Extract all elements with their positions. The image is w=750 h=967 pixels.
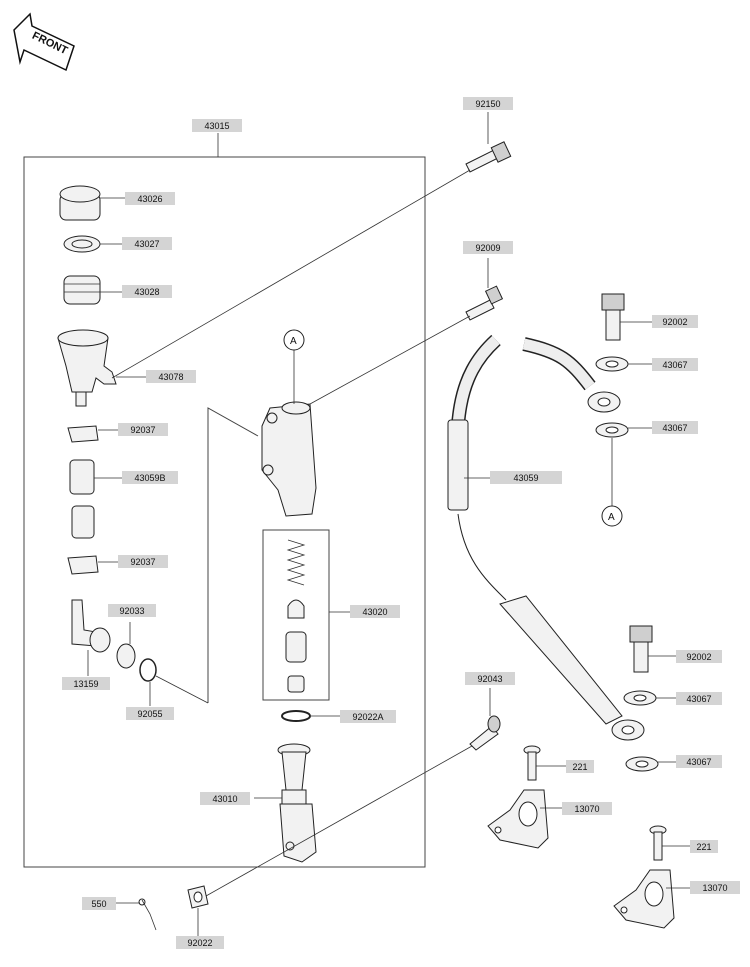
ref-mark-a-upper: A (283, 329, 305, 351)
banjo-bolt-part-upper (309, 258, 504, 405)
svg-text:92022A: 92022A (352, 712, 383, 722)
reservoir-bolt-part (111, 112, 512, 379)
label-92037-upper: 92037 (118, 423, 168, 436)
svg-text:43028: 43028 (134, 287, 159, 297)
label-92002-lower: 92002 (676, 650, 722, 663)
label-43059: 43059 (490, 471, 562, 484)
label-92009: 92009 (463, 241, 513, 254)
label-92033: 92033 (108, 604, 156, 617)
svg-text:550: 550 (91, 899, 106, 909)
master-cylinder-body-part (261, 350, 317, 517)
svg-text:92002: 92002 (662, 317, 687, 327)
label-43059b: 43059B (122, 471, 178, 484)
svg-text:13070: 13070 (574, 804, 599, 814)
brake-hose-part (447, 334, 645, 741)
diaphragm-part (63, 275, 122, 305)
reservoir-part (57, 329, 150, 407)
sealing-washer-part-3 (623, 690, 676, 706)
label-92022a: 92022A (340, 710, 396, 723)
hose-clamp-part-lower (67, 555, 120, 575)
label-92043: 92043 (465, 672, 515, 685)
reservoir-cap-part (59, 185, 125, 221)
cotter-pin-part (116, 898, 157, 931)
svg-text:43059: 43059 (513, 473, 538, 483)
svg-text:43027: 43027 (134, 239, 159, 249)
svg-text:92037: 92037 (130, 557, 155, 567)
sealing-washer-part-2 (595, 422, 652, 506)
sealing-washer-part-1 (595, 356, 652, 372)
label-92055: 92055 (126, 707, 174, 720)
label-43078: 43078 (146, 370, 196, 383)
svg-text:92037: 92037 (130, 425, 155, 435)
front-arrow-icon: FRONT (13, 12, 75, 72)
assembly-frame (23, 156, 426, 868)
push-rod-part (254, 743, 317, 863)
o-ring-part (139, 658, 209, 706)
label-221-lower: 221 (690, 840, 718, 853)
label-43028: 43028 (122, 285, 172, 298)
label-43020: 43020 (350, 605, 400, 618)
label-43027: 43027 (122, 237, 172, 250)
piston-kit-part (285, 539, 350, 693)
svg-text:221: 221 (696, 842, 711, 852)
hose-holder-screw-part-2 (649, 825, 690, 861)
svg-text:92150: 92150 (475, 99, 500, 109)
svg-text:92002: 92002 (686, 652, 711, 662)
svg-text:43020: 43020 (362, 607, 387, 617)
diaphragm-plate-part (63, 235, 122, 253)
reservoir-hose-part (69, 459, 124, 539)
svg-text:43067: 43067 (686, 694, 711, 704)
svg-text:92009: 92009 (475, 243, 500, 253)
label-92022: 92022 (176, 936, 224, 949)
label-43067-3: 43067 (676, 692, 722, 705)
washer-part (187, 885, 209, 936)
label-43067-2: 43067 (652, 421, 698, 434)
label-43067-4: 43067 (676, 755, 722, 768)
ref-mark-a-lower: A (601, 505, 623, 527)
svg-text:13159: 13159 (73, 679, 98, 689)
label-43015: 43015 (192, 119, 242, 132)
svg-text:43067: 43067 (662, 423, 687, 433)
circlip-part (116, 622, 136, 669)
svg-text:13070: 13070 (702, 883, 727, 893)
label-43010: 43010 (200, 792, 250, 805)
svg-text:43059B: 43059B (134, 473, 165, 483)
label-92002-upper: 92002 (652, 315, 698, 328)
svg-text:43026: 43026 (137, 194, 162, 204)
ref-mark-label: A (290, 336, 297, 347)
label-92150: 92150 (463, 97, 513, 110)
label-43067-1: 43067 (652, 358, 698, 371)
hose-holder-screw-part-1 (523, 745, 566, 781)
hose-elbow-part (71, 599, 111, 676)
banjo-bolt-part-right-lower (629, 625, 676, 673)
label-43026: 43026 (125, 192, 175, 205)
ref-mark-label: A (608, 512, 615, 523)
svg-text:92022: 92022 (187, 938, 212, 948)
svg-text:43078: 43078 (158, 372, 183, 382)
banjo-bolt-part-right-upper (601, 293, 652, 341)
hose-holder-part-2 (613, 869, 690, 929)
label-92037-lower: 92037 (118, 555, 168, 568)
svg-text:92055: 92055 (137, 709, 162, 719)
piston-kit-frame (262, 529, 330, 701)
hose-holder-part-1 (487, 789, 562, 849)
svg-text:92043: 92043 (477, 674, 502, 684)
svg-text:43010: 43010 (212, 794, 237, 804)
svg-text:43067: 43067 (662, 360, 687, 370)
svg-text:43067: 43067 (686, 757, 711, 767)
sealing-washer-part-4 (625, 756, 676, 772)
label-550: 550 (82, 897, 116, 910)
svg-text:221: 221 (572, 762, 587, 772)
svg-text:92033: 92033 (119, 606, 144, 616)
piston-circlip-part (281, 710, 340, 722)
svg-text:43015: 43015 (204, 121, 229, 131)
label-13070-upper: 13070 (562, 802, 612, 815)
hose-clamp-part-upper (67, 425, 120, 443)
label-221-upper: 221 (566, 760, 594, 773)
label-13070-lower: 13070 (690, 881, 740, 894)
clevis-pin-part (205, 688, 501, 897)
label-13159: 13159 (62, 677, 110, 690)
